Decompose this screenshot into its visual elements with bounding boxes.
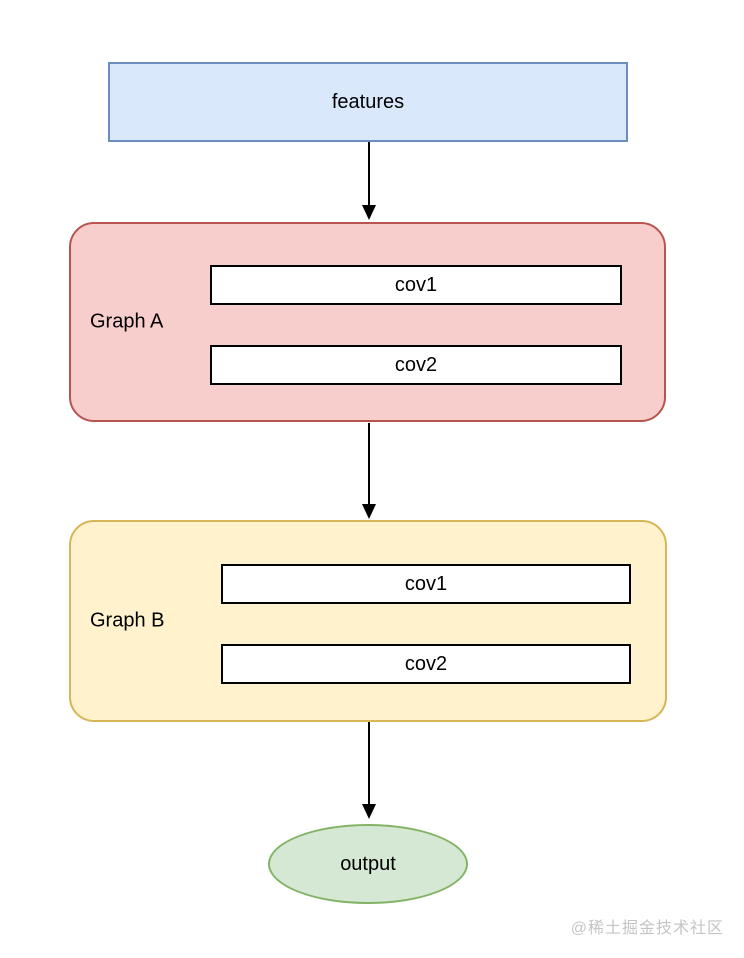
watermark: @稀土掘金技术社区 <box>570 920 724 937</box>
output-node: output <box>268 824 468 904</box>
arrow-features-to-graph-a <box>361 142 377 220</box>
arrow-shaft <box>368 142 370 205</box>
arrow-shaft <box>368 423 370 504</box>
graph-b-container: Graph B cov1 cov2 <box>69 520 667 722</box>
graph-a-cov2-label: cov2 <box>394 353 438 376</box>
features-node: features <box>108 62 628 142</box>
graph-a-label: Graph A <box>90 310 164 333</box>
graph-b-cov2-label: cov2 <box>404 652 448 675</box>
features-node-label: features <box>331 90 405 113</box>
graph-a-cov1-label: cov1 <box>394 273 438 296</box>
arrowhead-down-icon <box>362 205 376 220</box>
output-node-label: output <box>340 852 396 875</box>
graph-b-cov2-node: cov2 <box>221 644 631 684</box>
graph-a-cov1-node: cov1 <box>210 265 622 305</box>
arrow-graph-a-to-graph-b <box>361 423 377 519</box>
graph-b-cov1-label: cov1 <box>404 572 448 595</box>
arrow-shaft <box>368 722 370 804</box>
graph-a-cov2-node: cov2 <box>210 345 622 385</box>
graph-b-label: Graph B <box>90 609 165 632</box>
arrowhead-down-icon <box>362 504 376 519</box>
graph-b-cov1-node: cov1 <box>221 564 631 604</box>
arrowhead-down-icon <box>362 804 376 819</box>
graph-a-container: Graph A cov1 cov2 <box>69 222 666 422</box>
arrow-graph-b-to-output <box>361 722 377 819</box>
